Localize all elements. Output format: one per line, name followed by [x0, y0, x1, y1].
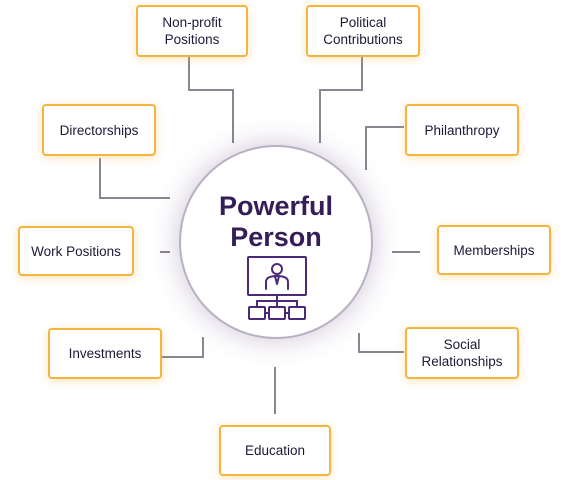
connector-philanthropy [365, 126, 404, 170]
node-social-relationships: Social Relationships [405, 327, 519, 379]
connector-social-relationships [358, 333, 404, 353]
presenter-org-chart-icon [247, 256, 307, 320]
connector-directorships [99, 158, 170, 199]
node-political-contributions: Political Contributions [306, 5, 420, 57]
connector-political-contributions [319, 56, 363, 143]
center-title-line1: Powerful [218, 191, 333, 221]
node-philanthropy: Philanthropy [405, 104, 519, 156]
connector-non-profit-positions [188, 56, 234, 143]
node-investments: Investments [48, 328, 162, 379]
center-circle: Powerful Person [179, 145, 373, 339]
node-non-profit-positions: Non-profit Positions [136, 5, 248, 57]
node-work-positions: Work Positions [18, 226, 134, 276]
node-memberships: Memberships [437, 225, 551, 275]
node-directorships: Directorships [42, 104, 156, 156]
center-title: Powerful Person [181, 191, 371, 253]
center-title-line2: Person [230, 222, 322, 252]
node-education: Education [219, 425, 331, 476]
connector-investments [162, 337, 204, 358]
